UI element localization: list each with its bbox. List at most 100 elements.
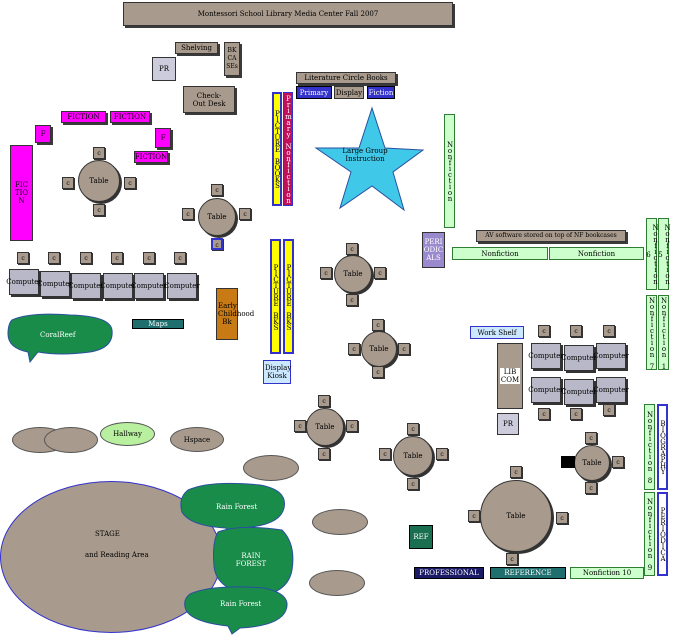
chair: c xyxy=(320,267,332,279)
chair: c xyxy=(379,448,391,460)
nonfiction-shelf-right: Nonfiction xyxy=(549,247,644,260)
computer: Computer xyxy=(100,273,136,299)
computer: Computer xyxy=(593,377,629,403)
table-6: Table xyxy=(393,436,433,476)
rain-forest-label-3: Rain Forest xyxy=(220,600,262,608)
nonfiction-7: Nonfiction 7 xyxy=(646,295,657,370)
chair: c xyxy=(556,512,568,524)
table-1: Table xyxy=(78,160,120,202)
primary-nonfiction-shelf: Primary Nonfiction xyxy=(283,92,293,206)
rain-forest-label-1: Rain Forest xyxy=(216,503,258,511)
computer: Computer xyxy=(561,345,597,371)
computer: Computer xyxy=(561,379,597,405)
chair: c xyxy=(585,482,597,494)
coral-reef-label: CoralReef xyxy=(40,331,76,339)
computer: Computer xyxy=(131,273,167,299)
large-group-label: Large Group Instruction xyxy=(342,147,388,163)
nonfiction-shelf-left: Nonfiction xyxy=(452,247,548,260)
nonfiction-vertical-top: Nonfiction xyxy=(444,114,455,228)
chair: c xyxy=(346,294,358,306)
chair: c xyxy=(346,420,358,432)
chair: c xyxy=(570,325,582,337)
chair: c xyxy=(612,456,624,468)
chair: c xyxy=(374,267,386,279)
chair: c xyxy=(294,420,306,432)
computer: Computer xyxy=(6,269,42,295)
chair: c xyxy=(570,408,582,420)
oval-right-2 xyxy=(312,509,368,535)
picture-bks-shelf-2: PICTURE BKS xyxy=(283,239,294,354)
chair: c xyxy=(93,147,105,159)
chair: c xyxy=(124,177,136,189)
oval-right-3 xyxy=(309,570,365,596)
nonfiction-6: Nonfiction 6 xyxy=(645,218,660,290)
rain-forest-label-2: RAIN FOREST xyxy=(235,552,267,568)
pr-mid: PR xyxy=(497,413,519,435)
nonfiction-10: Nonfiction 10 xyxy=(570,567,644,579)
chair: c xyxy=(17,252,29,264)
chair: c xyxy=(506,553,518,565)
nonfiction-9: Nonfiction 9 xyxy=(644,492,655,576)
chair: c xyxy=(348,343,360,355)
table-7: Table xyxy=(574,445,610,481)
chair: c xyxy=(538,325,550,337)
ref-shelf: REF xyxy=(409,525,433,549)
fiction-shelf-small: Fiction xyxy=(367,86,395,99)
nonfiction-8: Nonfiction 8 xyxy=(644,404,655,490)
chair: c xyxy=(211,184,223,196)
picture-books-shelf: PICTURE BOOKS xyxy=(272,92,282,206)
chair: c xyxy=(538,408,550,420)
av-software-note: AV software stored on top of NF bookcase… xyxy=(476,230,626,242)
chair: c xyxy=(62,177,74,189)
reading-area-label: and Reading Area xyxy=(85,551,149,559)
periodica-shelf: PERIODICA xyxy=(657,492,668,576)
oval-right xyxy=(243,455,299,481)
reference-shelf: REFERENCE xyxy=(490,567,566,579)
computer: Computer xyxy=(528,377,564,403)
display-shelf: Display xyxy=(334,86,364,99)
table-large: Table xyxy=(480,480,552,552)
early-childhood-shelf: Early Childhood Bk xyxy=(216,288,254,340)
chair: c xyxy=(603,404,615,416)
nonfiction-1: Nonfiction 1 xyxy=(658,295,669,370)
computer: Computer xyxy=(528,343,564,369)
pr-top: PR xyxy=(152,57,176,81)
chair: c xyxy=(398,343,410,355)
chair: c xyxy=(407,423,419,435)
computer: Computer xyxy=(37,271,73,297)
fiction-shelf-1: FICTION xyxy=(61,111,106,123)
fiction-shelf-2: FICTION xyxy=(110,111,150,123)
chair: c xyxy=(585,432,597,444)
chair: c xyxy=(468,510,480,522)
nonfiction-5: Nonfiction 5 xyxy=(657,218,672,290)
periodicals-shelf: PERIODICALS xyxy=(422,232,445,268)
chair: c xyxy=(48,252,60,264)
biography-shelf: BIOGRAPHY xyxy=(657,404,668,490)
oval-mid-left xyxy=(44,427,98,453)
picture-bks-shelf-1: PICTURE BKS xyxy=(270,239,281,354)
literature-circle-books: Literature Circle Books xyxy=(296,72,396,84)
chair: c xyxy=(372,319,384,331)
chair: c xyxy=(143,252,155,264)
chair: c xyxy=(93,204,105,216)
chair: c xyxy=(436,448,448,460)
primary-shelf: Primary xyxy=(296,86,332,99)
chair: c xyxy=(111,252,123,264)
table-5: Table xyxy=(306,408,344,446)
lib-com: LIB COM xyxy=(497,343,523,409)
work-shelf: Work Shelf xyxy=(470,326,524,339)
stage-label: STAGE xyxy=(95,530,120,538)
display-kiosk: Display Kiosk xyxy=(263,360,291,384)
computer: Computer xyxy=(164,273,200,299)
maps-shelf: Maps xyxy=(132,319,184,329)
f-shelf-left: F xyxy=(35,125,51,143)
page-title: Montessori School Library Media Center F… xyxy=(123,2,453,26)
table-2: Table xyxy=(198,198,236,236)
fiction-vertical-shelf: FICTION xyxy=(10,145,33,241)
computer: Computer xyxy=(68,273,104,299)
chair: c xyxy=(174,252,186,264)
chair: c xyxy=(182,208,194,220)
